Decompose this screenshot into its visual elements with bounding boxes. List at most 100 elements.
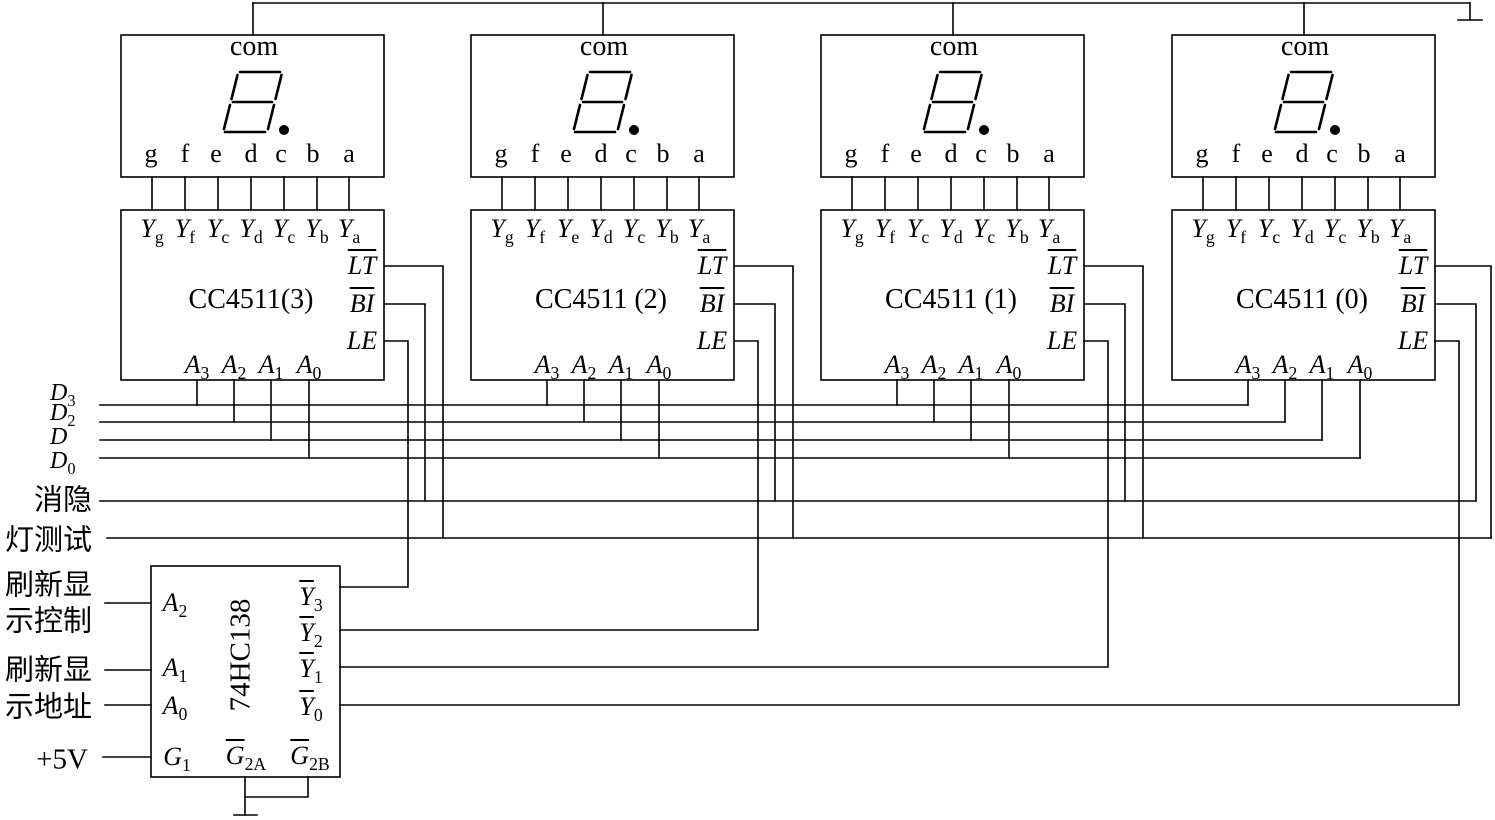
display-0-pin-label: g: [1195, 139, 1209, 168]
ic138-enable-g2b-letter: G: [290, 741, 310, 770]
decoder-3-output-subscript: a: [352, 227, 361, 248]
ic138-input-a1-letter: A: [162, 653, 179, 682]
decoder-1-le-wire: [339, 340, 1109, 668]
display-2-pin-label: g: [494, 139, 508, 168]
decoder-3-lt-label: LT: [348, 253, 376, 279]
decoder-2-lt-label: LT: [698, 253, 726, 279]
decoder-1-bi-label: BI: [1050, 291, 1075, 317]
display-1-pin-label: a: [1043, 139, 1055, 168]
decoder-2-output-subscript: d: [603, 227, 613, 248]
display-1-decimal-point: [979, 125, 989, 135]
decoder-2-output-label: Yd: [589, 216, 612, 247]
display-2-segment-c: [616, 103, 626, 131]
ic138-enable-g2a-subscript: 2A: [244, 754, 267, 775]
display-1-pin-label: e: [910, 139, 922, 168]
decoder-2-output-letter: Y: [622, 214, 638, 243]
ic138-input-g1-letter: G: [163, 742, 182, 771]
decoder-1-input-label: A0: [997, 352, 1022, 383]
display-0-pin-label: d: [1295, 139, 1309, 168]
decoder-1-output-letter: Y: [1005, 214, 1020, 243]
decoder-0-output-letter: Y: [1191, 214, 1206, 243]
decoder-0-output-label: Yc: [1324, 216, 1346, 247]
decoder-1-input-letter: A: [921, 350, 938, 379]
decoder-2-le-label: LE: [697, 328, 727, 354]
decoder-1-output-label: Yc: [973, 216, 995, 247]
decoder-3-output-letter: Y: [305, 214, 320, 243]
decoder-2-input-label: A2: [572, 352, 597, 383]
decoder-0-input-subscript: 3: [1251, 363, 1261, 384]
decoder-3-output-letter: Y: [337, 214, 353, 243]
decoder-3-output-subscript: d: [253, 227, 263, 248]
decoder-1-input-subscript: 3: [900, 363, 910, 384]
decoder-0-bi-text: BI: [1400, 289, 1426, 318]
ic138-output-y3-subscript: 3: [313, 595, 323, 616]
decoder-0-output-label: Yd: [1290, 216, 1313, 247]
decoder-2-output-letter: Y: [655, 214, 670, 243]
decoder-2-input-letter: A: [608, 350, 625, 379]
ic138-output-y2-letter: Y: [299, 618, 314, 647]
ic138-output-y0-label: Y0: [299, 692, 322, 725]
ic138-input-a2-label: A2: [163, 590, 188, 621]
decoder-0-output-subscript: c: [1338, 227, 1347, 248]
decoder-3-output-letter: Y: [272, 214, 288, 243]
display-0-com-label: com: [1280, 31, 1330, 62]
ic138-input-a2-subscript: 2: [178, 601, 188, 622]
decoder-0-input-label: A1: [1310, 352, 1335, 383]
decoder-1-output-letter: Y: [1037, 214, 1053, 243]
display-3-pin-label: e: [210, 139, 222, 168]
ic138-input-a0-letter: A: [162, 691, 179, 720]
decoder-0-input-letter: A: [1272, 350, 1289, 379]
decoder-1-input-letter: A: [958, 350, 975, 379]
display-1-pin-label: g: [844, 139, 858, 168]
decoder-1-lt-text: LT: [1047, 251, 1077, 280]
decoder-cc4511-3: [120, 209, 385, 381]
decoder-3-output-subscript: f: [189, 227, 196, 248]
decoder-2-le-wire: [339, 340, 759, 631]
decoder-2-lt-wire: [733, 265, 794, 539]
ic138-output-y3-label: Y3: [299, 584, 322, 615]
decoder-1-input-subscript: 0: [1012, 363, 1022, 384]
ic138-input-a0-label: A0: [162, 691, 188, 724]
ic138-output-y0-letter: Y: [299, 692, 314, 721]
decoder-1-output-label: Yg: [840, 216, 863, 247]
decoder-0-output-label: Yg: [1191, 214, 1214, 247]
ic138-input-a1-label: A1: [162, 653, 188, 686]
display-3-pin-label: b: [306, 139, 320, 168]
display-1-pin-label: d: [944, 139, 958, 168]
decoder-1-bi-wire: [1083, 303, 1126, 502]
decoder-3-lt-text: LT: [347, 251, 377, 280]
display-3-segment-b: [274, 73, 283, 101]
decoder-3-part-label: CC4511(3): [188, 284, 314, 315]
decoder-2-output-subscript: e: [571, 227, 580, 248]
ic138-enable-g2a-letter: G: [225, 741, 245, 770]
decoder-2-input-subscript: 2: [587, 363, 597, 384]
ic138-enable-g2a-label: G2A: [225, 741, 266, 774]
decoder-1-output-letter: Y: [906, 214, 922, 243]
decoder-3-input-letter: A: [296, 350, 313, 379]
decoder-0-bi-wire: [1434, 303, 1477, 502]
decoder-1-input-letter: A: [884, 350, 901, 379]
decoder-3-output-label: Yg: [140, 216, 163, 247]
decoder-3-output-subscript: c: [287, 227, 296, 248]
decoder-2-output-letter: Y: [490, 214, 505, 243]
decoder-0-input-subscript: 1: [1325, 363, 1335, 384]
bus-label-d2-subscript: 2: [67, 410, 76, 430]
decoder-0-output-subscript: d: [1304, 227, 1314, 248]
decoder-0-le-label: LE: [1398, 328, 1428, 354]
refresh-address-label-line2: 示地址: [4, 689, 92, 724]
supply-label: +5V: [36, 743, 88, 776]
decoder-cc4511-0: [1171, 209, 1436, 381]
display-0-segment-b: [1325, 73, 1334, 101]
display-3-pin-label: g: [144, 139, 158, 168]
decoder-1-input-subscript: 1: [974, 363, 984, 384]
decoder-2-output-label: Yg: [490, 214, 513, 247]
decoder-1-output-subscript: c: [987, 227, 996, 248]
bus-label-d2-letter: D: [50, 400, 68, 426]
display-0-segment-e: [1273, 103, 1283, 131]
decoder-3-input-label: A3: [184, 350, 210, 383]
decoder-3-input-letter: A: [184, 350, 201, 379]
decoder-0-lt-wire: [1434, 265, 1492, 539]
ic138-input-g1-subscript: 1: [181, 755, 191, 776]
bus-label-d0: D0: [50, 449, 76, 476]
